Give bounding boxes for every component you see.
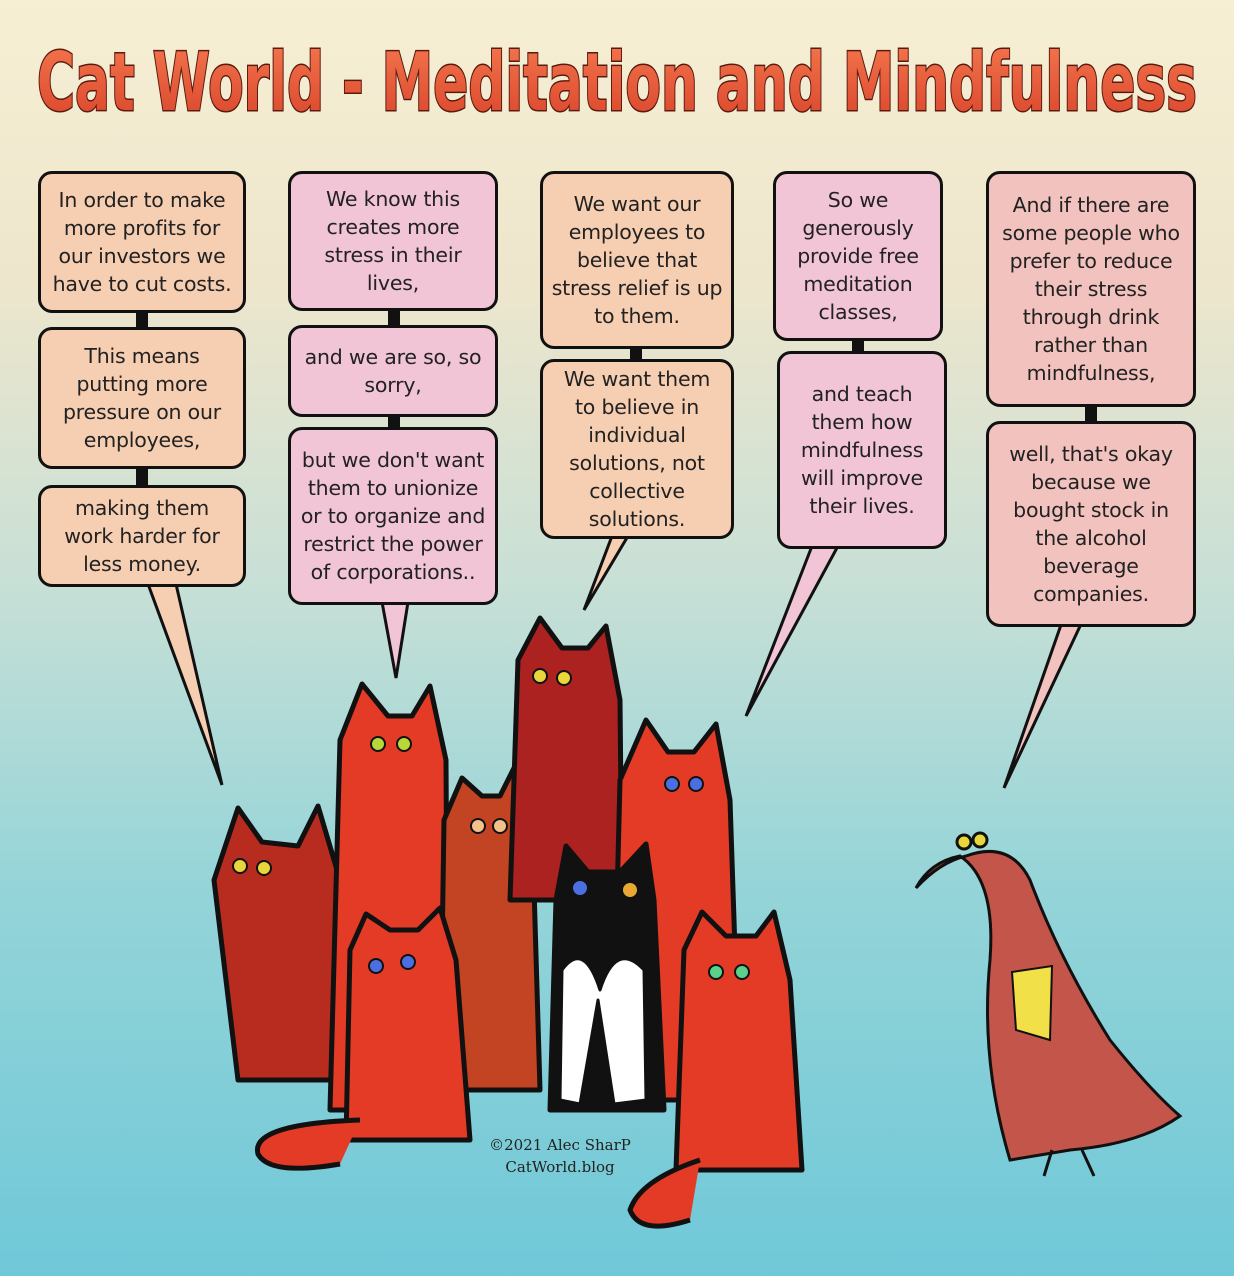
bubble-5-text: and we are so, so sorry, [304,345,482,397]
speech-bubble-10: and teach them how mindfulness will impr… [777,351,947,549]
bubble-4-text: We know this creates more stress in thei… [324,187,462,295]
bubble-1-text: In order to make more profits for our in… [52,188,232,296]
speech-bubble-12: well, that's okay because we bought stoc… [986,421,1196,627]
bird [914,831,1183,1177]
website-credit: CatWorld.blog [505,1158,615,1176]
bubble-8-text: We want them to believe in individual so… [563,367,711,531]
bubble-tail-3 [582,534,631,611]
comic-title: Cat World - Meditation and Mindfulness [36,35,1199,131]
cat-dark-red-left [211,803,348,1083]
bubble-connector [136,311,148,331]
cat-eyes [232,668,750,980]
speech-bubble-7: We want our employees to believe that st… [540,171,734,349]
bubble-9-text: So we generously provide free meditation… [797,188,919,324]
bubble-tail-1 [145,582,224,786]
bubble-12-text: well, that's okay because we bought stoc… [1009,442,1173,606]
cat-tail-left [254,1117,361,1171]
bubble-7-text: We want our employees to believe that st… [551,192,723,328]
bubble-2-text: This means putting more pressure on our … [62,344,222,452]
copyright-credit: ©2021 Alec SharP [489,1136,631,1154]
speech-bubble-3: making them work harder for less money. [38,485,246,587]
bubble-connector [136,467,148,487]
bubble-tail-5 [1002,620,1085,789]
cat-tail-right [627,1157,701,1229]
speech-bubble-9: So we generously provide free meditation… [773,171,943,341]
title-text: Cat World - Meditation and Mindfulness [37,36,1197,129]
speech-bubble-6: but we don't want them to unionize or to… [288,427,498,605]
bubble-connector [1085,405,1097,425]
cat-tuxedo-chest [558,957,648,1106]
speech-bubble-11: And if there are some people who prefer … [986,171,1196,407]
cat-green-eyed [673,909,805,1173]
speech-bubble-8: We want them to believe in individual so… [540,359,734,539]
speech-bubble-2: This means putting more pressure on our … [38,327,246,469]
bubble-6-text: but we don't want them to unionize or to… [300,448,486,584]
bubble-3-text: making them work harder for less money. [64,496,220,576]
cat-red-front-left [343,905,473,1143]
speech-bubble-5: and we are so, so sorry, [288,325,498,417]
bubble-connector [388,309,400,329]
speech-bubble-4: We know this creates more stress in thei… [288,171,498,311]
bubble-10-text: and teach them how mindfulness will impr… [800,382,924,518]
cat-group [211,615,805,1229]
bubble-11-text: And if there are some people who prefer … [1002,193,1180,385]
bubble-tail-4 [744,544,841,717]
speech-bubble-1: In order to make more profits for our in… [38,171,246,313]
bubble-tail-2 [380,600,410,679]
